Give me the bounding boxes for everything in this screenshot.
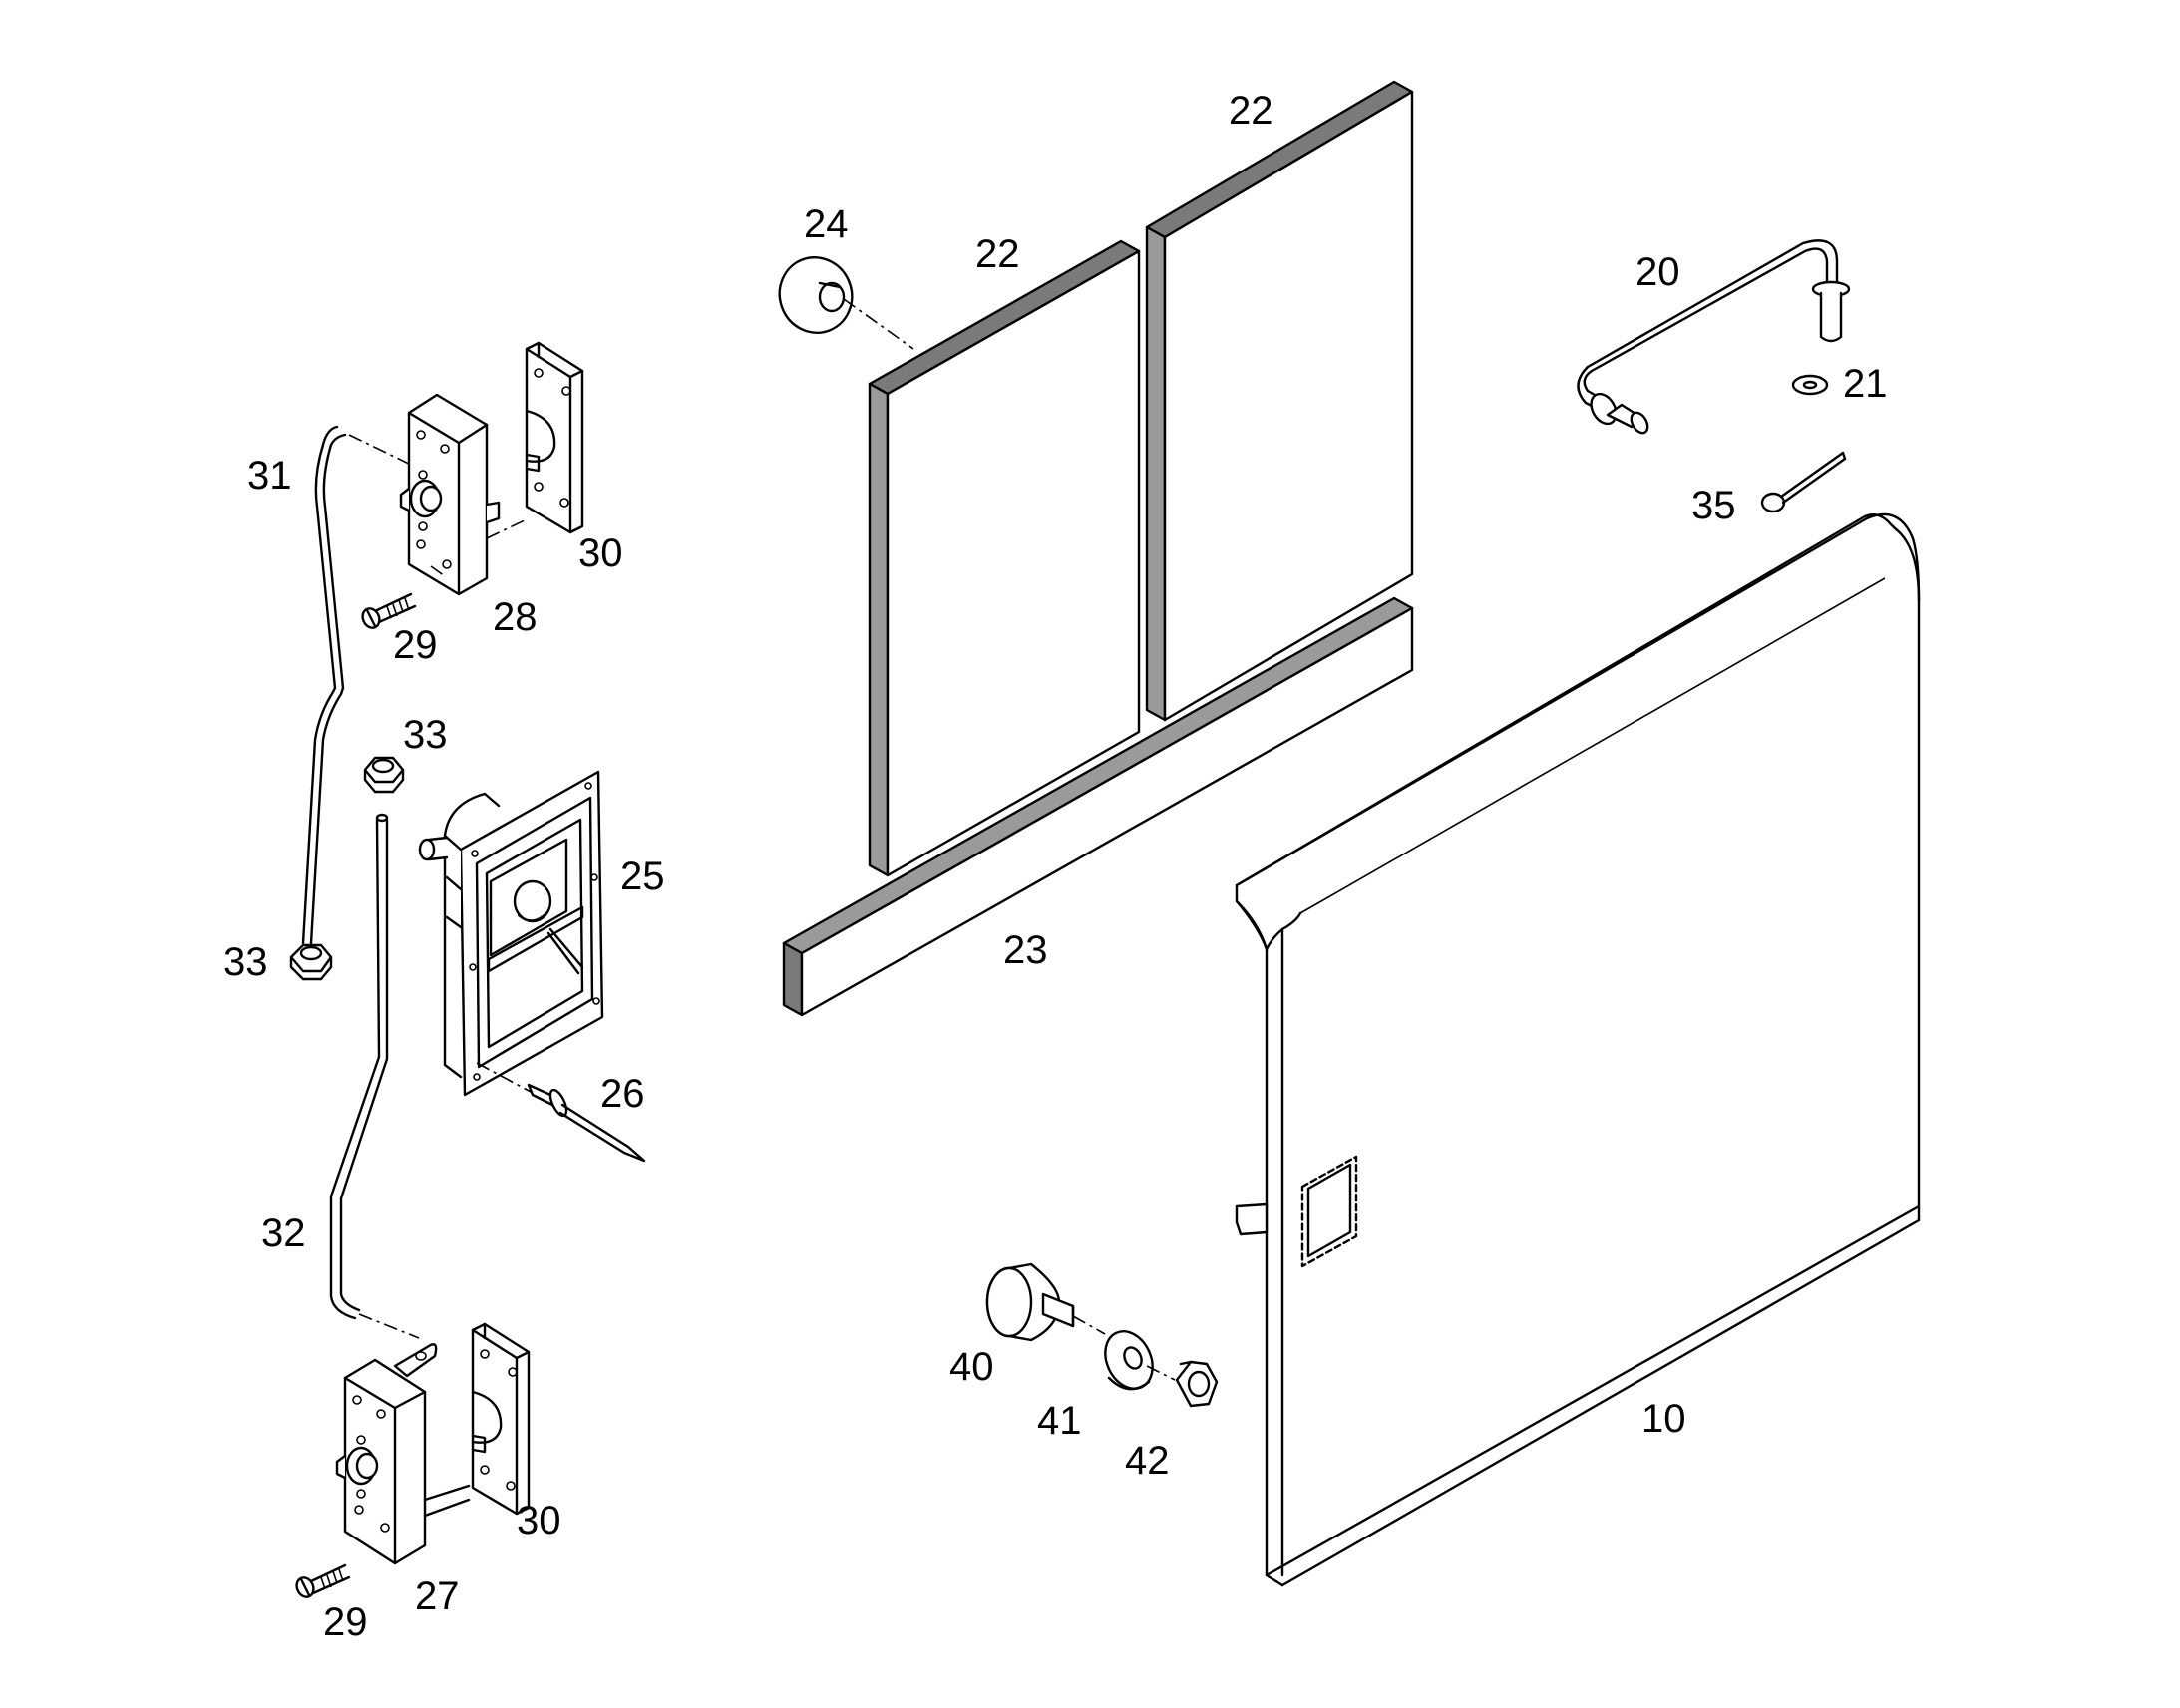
label-part-29-upper: 29 — [393, 623, 438, 667]
screw-29-upper — [361, 592, 417, 629]
label-part-25: 25 — [620, 854, 665, 898]
nut-33-upper — [363, 756, 405, 794]
bracket-30-lower — [471, 1322, 531, 1516]
split-pin-35 — [1760, 451, 1847, 513]
label-part-22-left: 22 — [975, 232, 1020, 276]
label-part-23: 23 — [1003, 928, 1048, 972]
label-part-31: 31 — [247, 454, 292, 498]
label-part-20: 20 — [1635, 250, 1680, 294]
washer-21 — [1791, 374, 1829, 396]
label-part-41: 41 — [1037, 1399, 1082, 1443]
knob-40 — [985, 1262, 1106, 1342]
latch-28 — [399, 393, 526, 596]
nut-33-lower — [289, 943, 333, 981]
label-part-27: 27 — [415, 1574, 460, 1618]
screw-29-lower — [295, 1563, 351, 1598]
door-panel-10 — [1235, 512, 1921, 1587]
foam-panel-left — [868, 239, 1141, 877]
label-part-33-lower: 33 — [223, 940, 268, 984]
label-part-28: 28 — [493, 595, 538, 639]
label-part-30-upper: 30 — [578, 531, 623, 575]
label-part-30-lower: 30 — [517, 1499, 561, 1542]
label-part-10: 10 — [1641, 1397, 1686, 1441]
rod-32 — [329, 813, 420, 1339]
label-part-35: 35 — [1691, 484, 1736, 527]
label-part-29-lower: 29 — [323, 1600, 368, 1644]
label-part-33-upper: 33 — [403, 713, 448, 757]
rod-31 — [301, 425, 412, 945]
label-part-42: 42 — [1125, 1439, 1170, 1483]
label-part-21: 21 — [1843, 362, 1888, 406]
nut-42 — [1175, 1360, 1219, 1408]
foam-panel-right — [1145, 80, 1414, 722]
cap-24 — [778, 256, 914, 350]
label-part-22-right: 22 — [1229, 89, 1273, 133]
label-part-24: 24 — [804, 202, 849, 246]
foam-strip-bottom — [782, 596, 1414, 1017]
washer-41 — [1104, 1330, 1176, 1391]
bracket-30-upper — [525, 341, 584, 534]
label-part-40: 40 — [949, 1345, 994, 1389]
rod-20 — [1577, 239, 1851, 435]
latch-27 — [335, 1343, 471, 1565]
label-part-32: 32 — [261, 1211, 306, 1255]
label-part-26: 26 — [600, 1072, 645, 1116]
rivet-26 — [527, 1083, 646, 1163]
recessed-handle-25 — [418, 770, 604, 1097]
